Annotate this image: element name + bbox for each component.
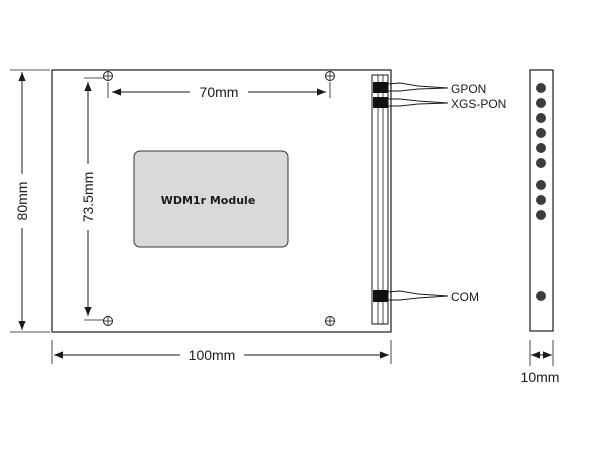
label-73-5mm: 73.5mm — [80, 172, 96, 223]
port-label-com: COM — [451, 290, 479, 304]
side-port-dot — [536, 83, 546, 93]
side-port-dot — [536, 291, 546, 301]
mounting-hole-top-right — [325, 71, 335, 81]
side-port-dot — [536, 128, 546, 138]
side-port-dot — [536, 180, 546, 190]
dimension-100mm — [51, 340, 392, 364]
side-port-dot — [536, 210, 546, 220]
port-label-xgspon: XGS-PON — [451, 97, 506, 111]
label-80mm: 80mm — [14, 182, 30, 221]
fiber-channel — [371, 74, 389, 325]
dimension-80mm — [10, 69, 50, 333]
side-port-dot — [536, 113, 546, 123]
dimension-70mm — [107, 82, 331, 99]
label-10mm: 10mm — [521, 369, 560, 385]
module-block — [133, 150, 289, 248]
label-70mm: 70mm — [200, 84, 239, 100]
connector-gpon — [373, 82, 449, 93]
dimension-73-5mm — [79, 77, 104, 321]
mounting-hole-top-left — [103, 71, 113, 81]
side-port-dot — [536, 195, 546, 205]
mounting-hole-bottom-left — [103, 316, 113, 326]
connector-com — [373, 290, 449, 302]
side-port-dot — [536, 98, 546, 108]
mounting-hole-bottom-right — [325, 316, 335, 326]
side-port-dot — [536, 158, 546, 168]
connector-xgspon — [373, 97, 449, 108]
label-100mm: 100mm — [189, 347, 236, 363]
module-label: WDM1r Module — [161, 194, 256, 207]
port-label-gpon: GPON — [451, 82, 486, 96]
dimension-10mm — [529, 340, 554, 366]
side-port-dot — [536, 143, 546, 153]
side-view-ports — [536, 83, 546, 301]
